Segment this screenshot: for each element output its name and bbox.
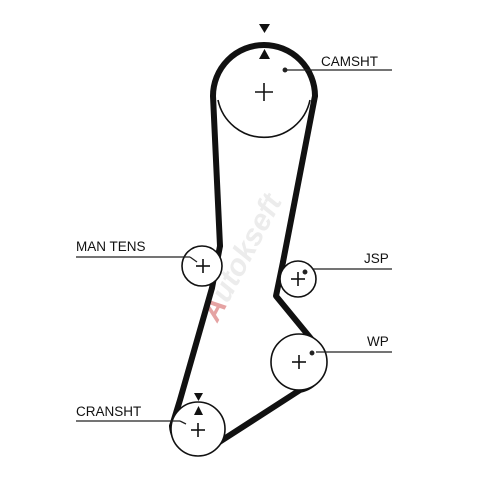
manual-tensioner-pulley — [181, 245, 223, 287]
camshaft-mark-up-triangle — [259, 49, 270, 59]
belt-camshaft-arc — [210, 42, 318, 99]
label-camshaft: CAMSHT — [321, 54, 378, 69]
label-jsp: JSP — [364, 251, 389, 266]
camshaft-timing-mark — [259, 24, 270, 59]
belt-left-upper-run — [210, 93, 223, 249]
water-pump-pulley — [270, 333, 328, 391]
crank-mark-down-triangle — [194, 393, 203, 401]
leader-lines — [76, 67, 392, 425]
camshaft-mark-down-triangle — [259, 24, 270, 33]
camshaft-pulley — [217, 83, 311, 139]
label-crankshaft: CRANSHT — [76, 404, 141, 419]
label-water-pump: WP — [367, 334, 389, 349]
label-manual-tensioner: MAN TENS — [76, 239, 146, 254]
jsp-pulley — [279, 260, 317, 298]
crankshaft-timing-mark — [194, 393, 203, 415]
crank-mark-up-triangle — [194, 406, 203, 415]
belt-right-upper-run — [280, 93, 318, 265]
crankshaft-pulley — [170, 401, 226, 457]
